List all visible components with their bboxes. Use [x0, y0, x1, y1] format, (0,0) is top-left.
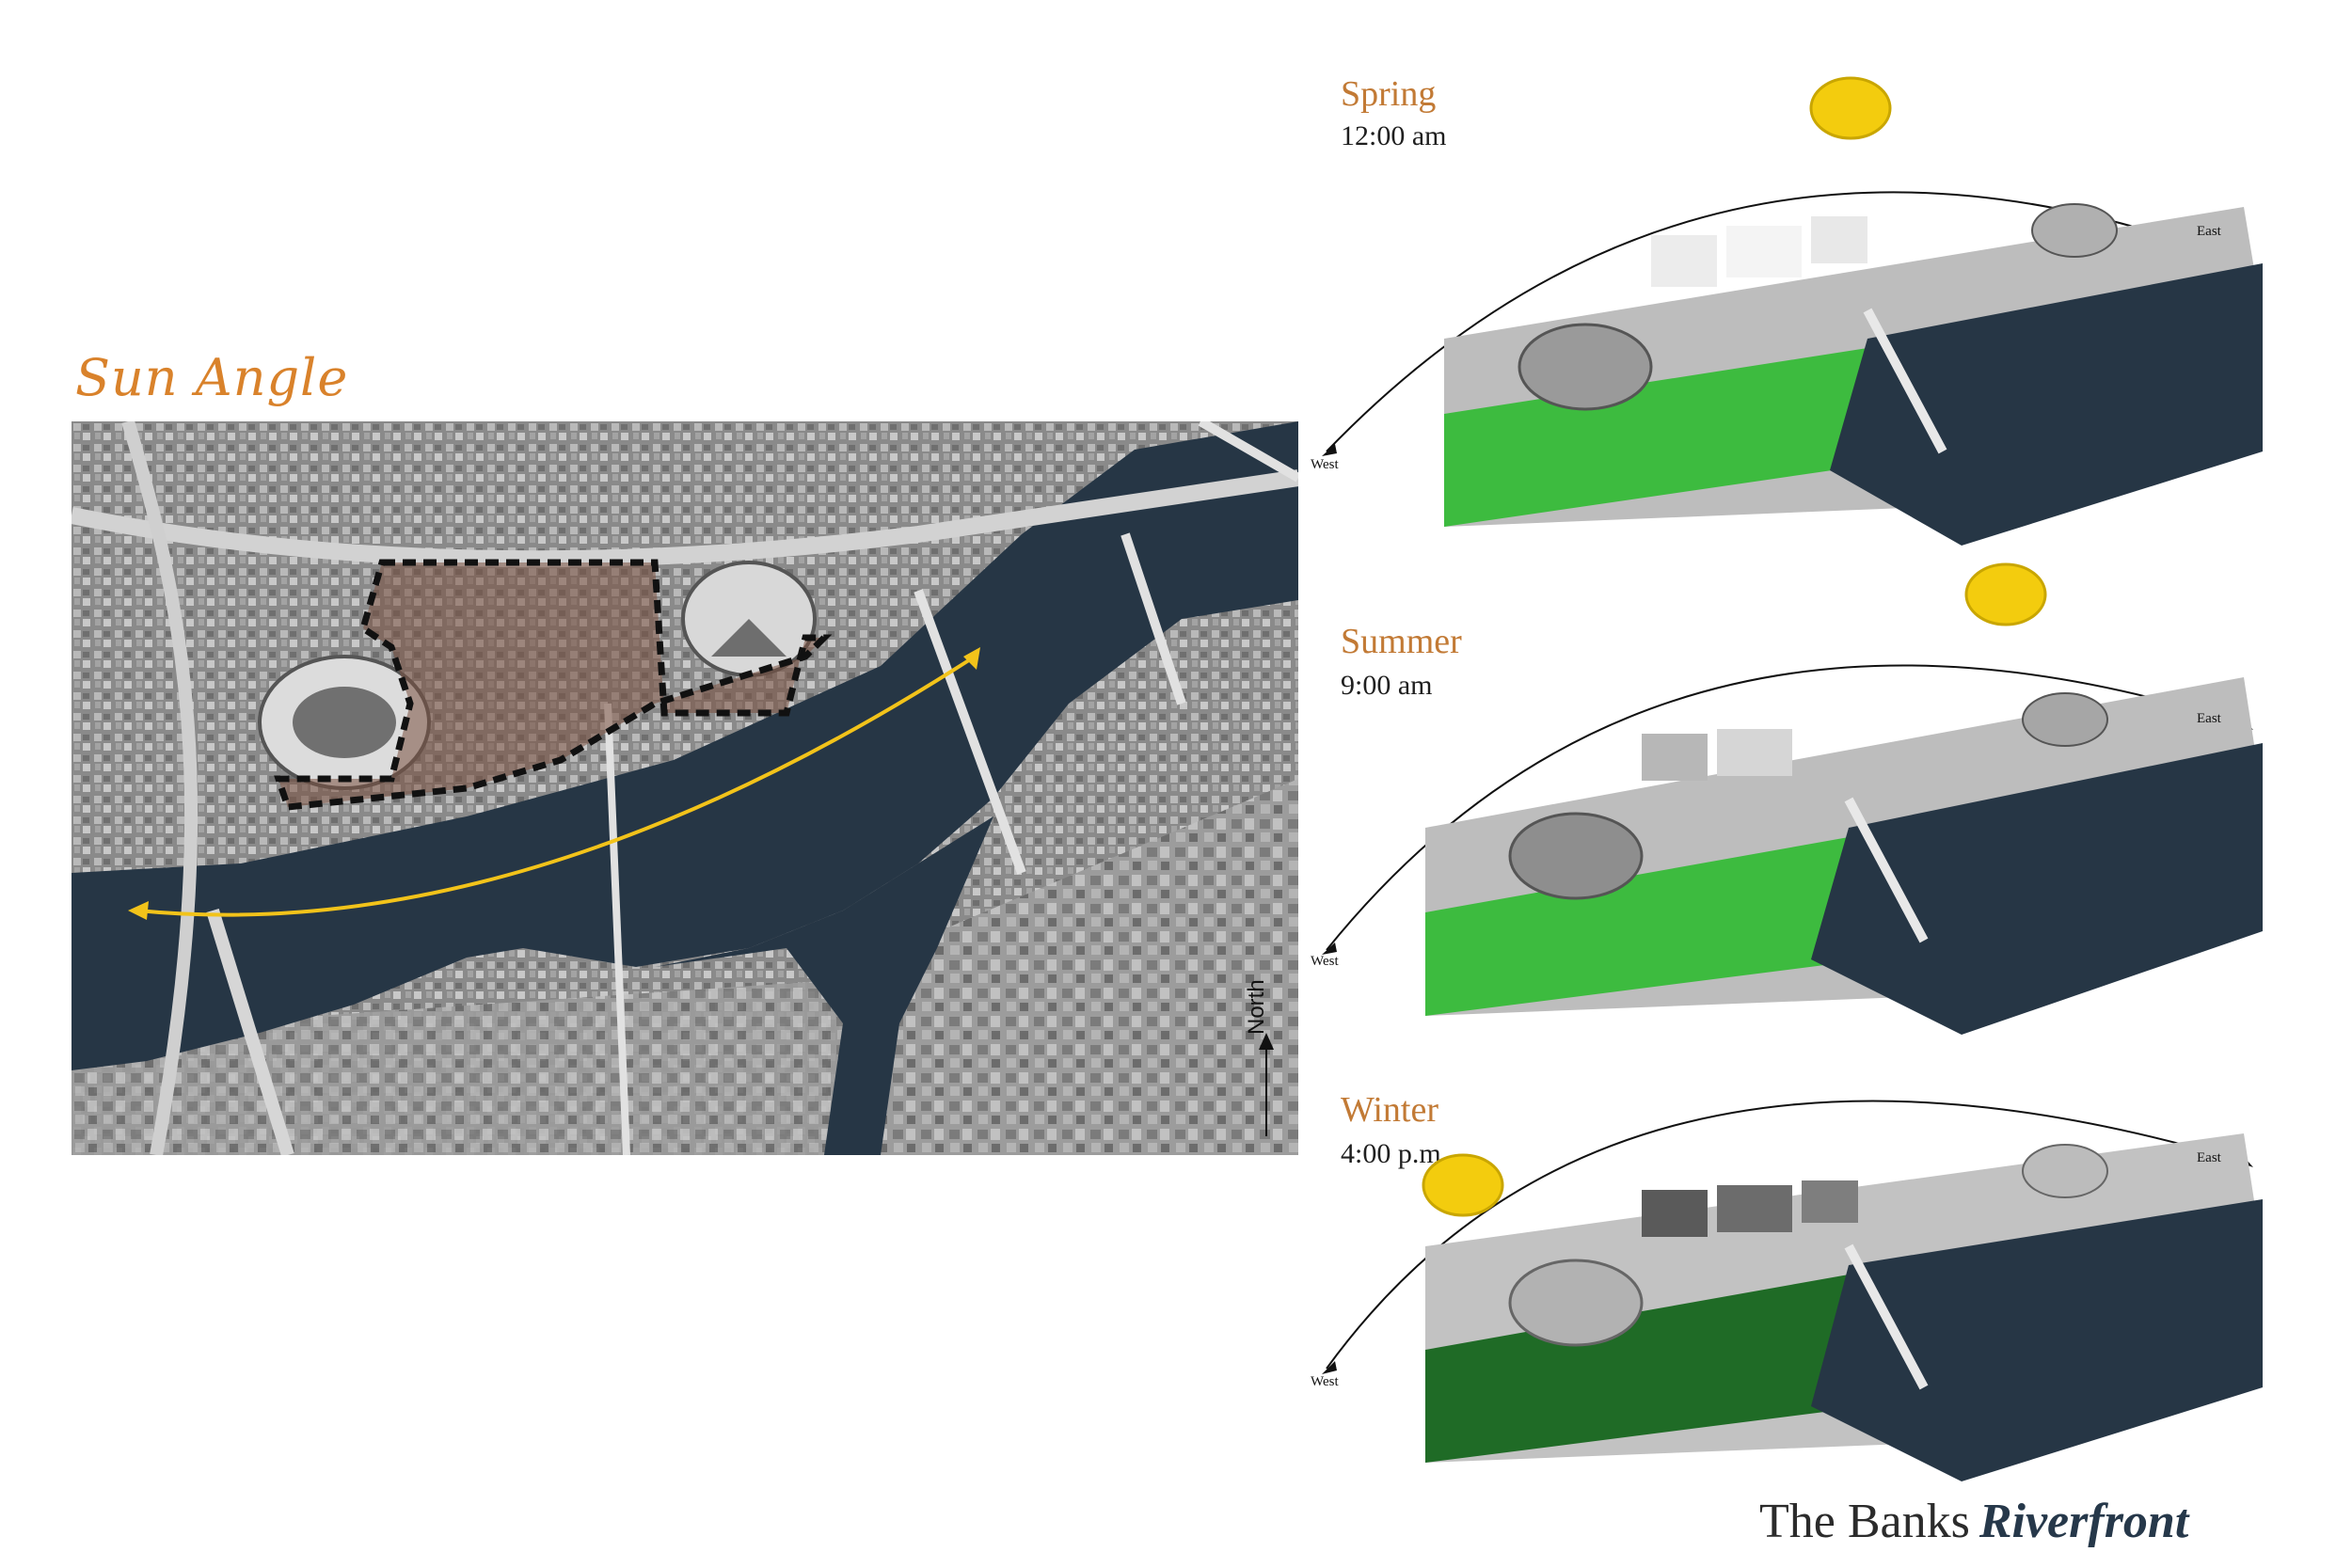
svg-text:West: West: [1311, 954, 1339, 969]
west-label: West: [1311, 457, 1339, 472]
sun-icon: [1422, 1153, 1504, 1217]
season-winter: Winter: [1341, 1090, 1438, 1130]
brand-bold: Riverfront: [1979, 1495, 2189, 1548]
sun-icon: [1809, 76, 1892, 140]
svg-text:East: East: [2197, 711, 2222, 726]
time-spring: 12:00 am: [1341, 120, 1447, 151]
sun-diagram-winter: West East: [1311, 1100, 2263, 1481]
aerial-map: [72, 421, 1298, 1155]
season-spring: Spring: [1341, 74, 1437, 114]
sun-path-arrow: [136, 655, 977, 917]
time-winter: 4:00 p.m.: [1341, 1138, 1449, 1169]
north-label: North: [1244, 979, 1269, 1035]
brand-plain: The Banks: [1759, 1495, 1970, 1548]
page-title: Sun Angle: [75, 348, 349, 407]
river: [72, 421, 1298, 1070]
sun-icon: [1964, 562, 2047, 626]
svg-text:East: East: [2197, 1150, 2222, 1165]
season-summer: Summer: [1341, 622, 1462, 661]
east-label: East: [2197, 224, 2222, 239]
sun-diagram-summer: West East: [1311, 562, 2263, 1035]
sun-diagram-spring: West East: [1311, 76, 2263, 546]
svg-text:West: West: [1311, 1374, 1339, 1389]
time-summer: 9:00 am: [1341, 670, 1433, 701]
site-boundary: [274, 559, 833, 811]
